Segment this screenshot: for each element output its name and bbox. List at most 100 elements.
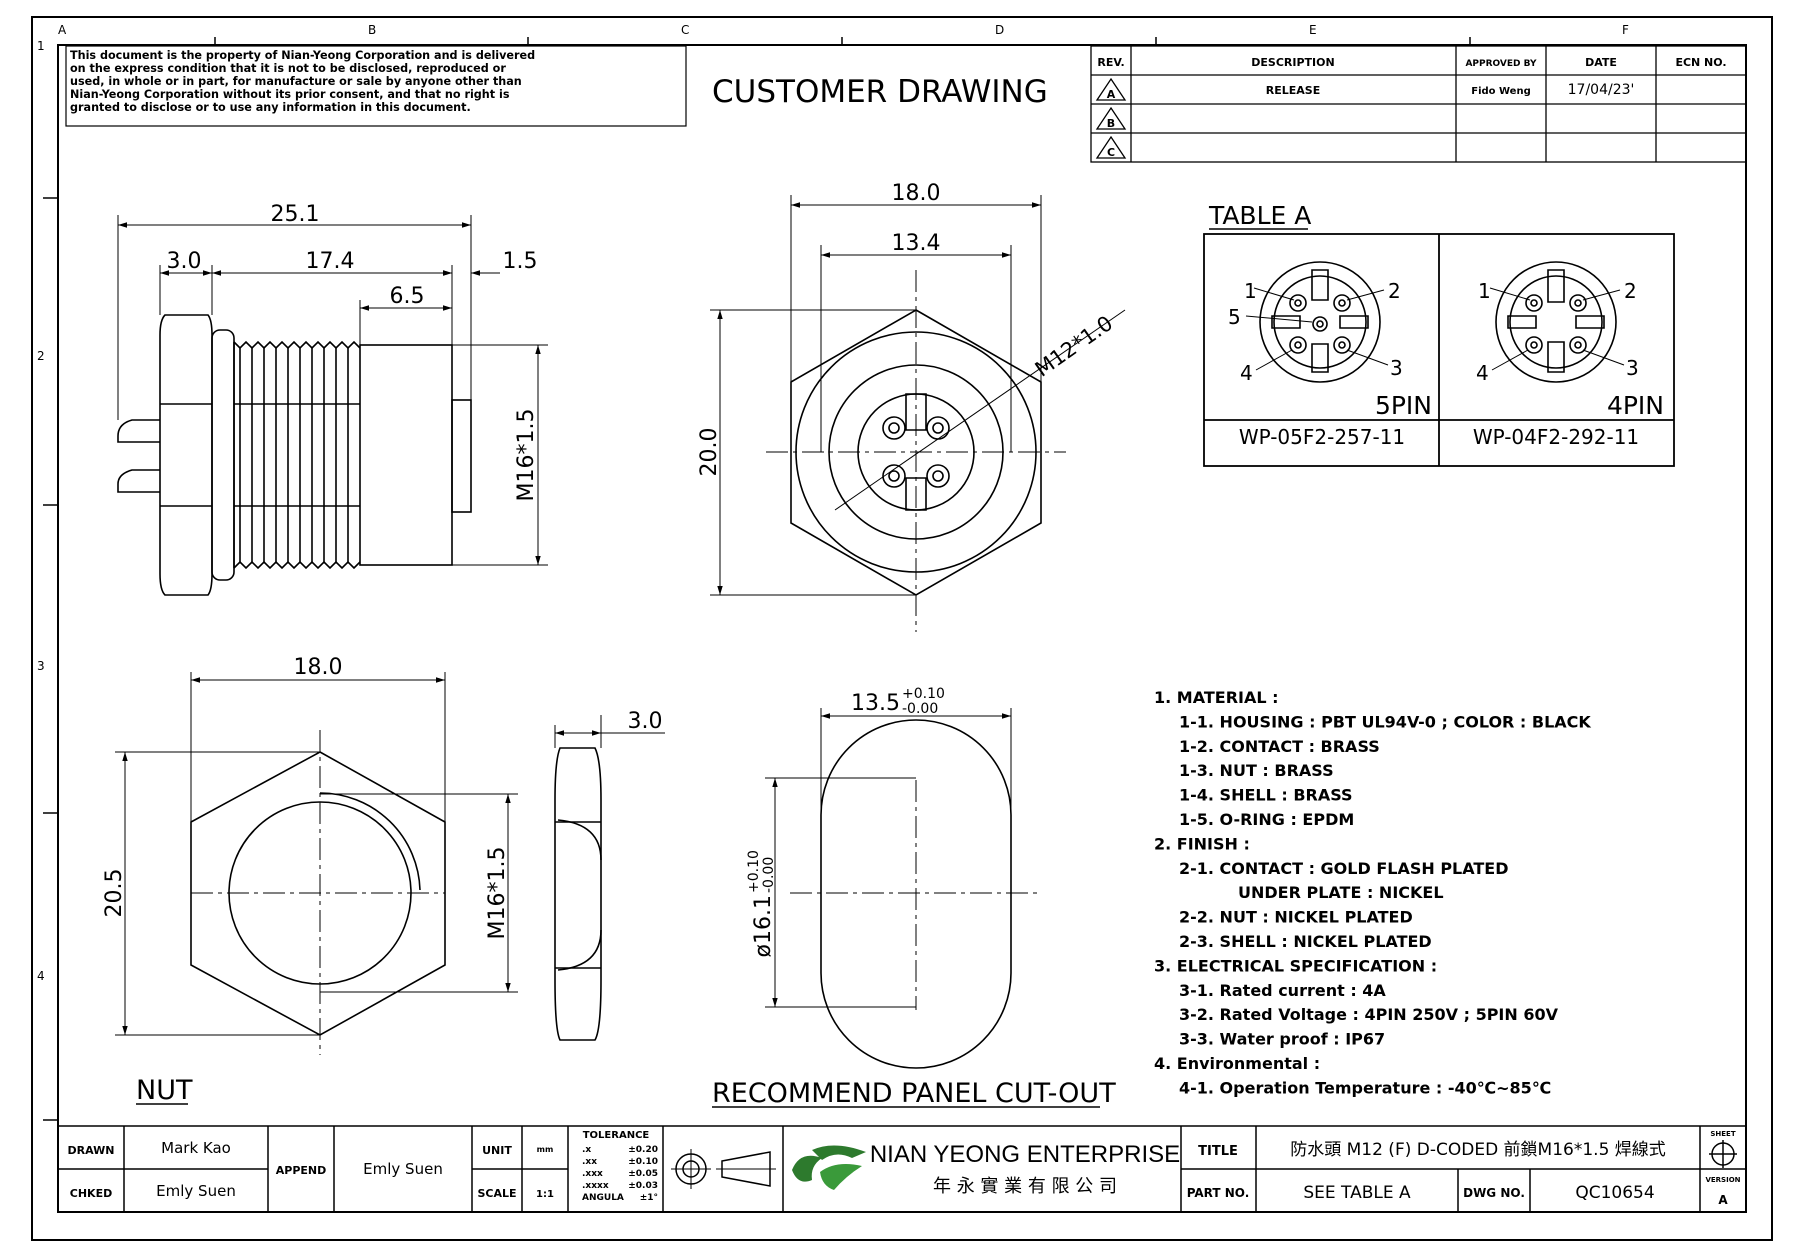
dim-front-inner: 13.4 bbox=[892, 231, 941, 256]
ecn-header: ECN NO. bbox=[1675, 56, 1726, 69]
checked-label: CHKED bbox=[70, 1187, 112, 1200]
tolerance-key: .xx bbox=[582, 1157, 597, 1167]
front-view-dimensions bbox=[717, 202, 1041, 595]
dim-cutout-diameter: ø16.1 bbox=[751, 895, 776, 957]
drawing-heading: CUSTOMER DRAWING bbox=[712, 74, 1048, 110]
column-ticks bbox=[43, 37, 1471, 1121]
rev-a-approver: Fido Weng bbox=[1471, 86, 1531, 97]
dim-tip: 1.5 bbox=[503, 249, 538, 274]
spec-section-heading: 4. Environmental : bbox=[1154, 1054, 1320, 1073]
col-mark-d: D bbox=[995, 23, 1004, 37]
row-mark-1: 1 bbox=[37, 39, 45, 53]
revision-table: REV. DESCRIPTION APPROVED BY DATE ECN NO… bbox=[1090, 45, 1747, 163]
spec-section-heading: 3. ELECTRICAL SPECIFICATION : bbox=[1154, 956, 1437, 975]
notice-line: This document is the property of Nian-Ye… bbox=[70, 49, 535, 62]
pin-label: 3 bbox=[1390, 356, 1403, 380]
nut-dimensions bbox=[122, 677, 665, 1035]
part-number-4pin: WP-04F2-292-11 bbox=[1473, 425, 1639, 449]
spec-line: 3-2. Rated Voltage : 4PIN 250V ; 5PIN 60… bbox=[1179, 1005, 1559, 1024]
spec-section-heading: 2. FINISH : bbox=[1154, 834, 1250, 853]
title-block: DRAWN Mark Kao CHKED Emly Suen APPEND Em… bbox=[57, 1125, 1747, 1213]
panel-cutout-dimensions bbox=[772, 713, 1011, 1007]
dim-cutout-diameter-tol-down: -0.00 bbox=[761, 857, 777, 893]
scale-value: 1:1 bbox=[536, 1189, 554, 1200]
part-number-5pin: WP-05F2-257-11 bbox=[1239, 425, 1405, 449]
tolerance-list: .x ±0.20 .xx ±0.10 .xxx ±0.05 .xxxx ±0.0… bbox=[582, 1145, 658, 1203]
company-logo-icon bbox=[792, 1145, 866, 1190]
dim-nut-height: 20.5 bbox=[102, 869, 127, 918]
pin-count-5pin: 5PIN bbox=[1375, 391, 1432, 420]
spec-section-heading: 1. MATERIAL : bbox=[1154, 688, 1279, 707]
title-value: 防水頭 M12 (F) D-CODED 前鎖M16*1.5 焊線式 bbox=[1290, 1140, 1666, 1160]
pin-label: 2 bbox=[1388, 279, 1401, 303]
confidentiality-notice: This document is the property of Nian-Ye… bbox=[65, 45, 687, 127]
table-a-title: TABLE A bbox=[1208, 201, 1311, 230]
front-view bbox=[710, 195, 1126, 632]
dim-cutout-width: 13.5 bbox=[851, 691, 900, 716]
notice-line: Nian-Yeong Corporation without its prior… bbox=[70, 88, 510, 101]
pin-label: 2 bbox=[1624, 279, 1637, 303]
notice-line: on the express condition that it is not … bbox=[70, 62, 506, 75]
spec-line: 1-2. CONTACT : BRASS bbox=[1179, 737, 1380, 756]
rev-b-triangle: B bbox=[1095, 106, 1127, 130]
tolerance-value: ±0.05 bbox=[628, 1169, 658, 1179]
panel-cutout-label: RECOMMEND PANEL CUT-OUT bbox=[712, 1078, 1116, 1109]
pin-layout-5pin bbox=[1245, 261, 1389, 383]
table-a: TABLE A 1 2 5 4 3 bbox=[1203, 201, 1675, 467]
version-label: VERSION bbox=[1705, 1176, 1740, 1184]
drawn-value: Mark Kao bbox=[161, 1139, 231, 1157]
spec-line: 4-1. Operation Temperature : -40℃~85℃ bbox=[1179, 1078, 1551, 1097]
company-name-english: NIAN YEONG ENTERPRISE bbox=[870, 1141, 1180, 1168]
tolerance-value: ±1° bbox=[640, 1193, 658, 1203]
projection-symbol-icon bbox=[671, 1149, 776, 1189]
unit-label: UNIT bbox=[482, 1144, 512, 1157]
dim-cutout-diameter-tol-up: +0.10 bbox=[746, 850, 762, 893]
dim-nut-thread: M16*1.5 bbox=[485, 847, 510, 940]
title-label: TITLE bbox=[1198, 1144, 1238, 1159]
sheet-symbol-icon bbox=[1709, 1140, 1737, 1168]
col-mark-a: A bbox=[58, 23, 67, 37]
spec-line: 3-1. Rated current : 4A bbox=[1179, 981, 1386, 1000]
drawing-number-label: DWG NO. bbox=[1463, 1186, 1525, 1200]
dim-body: 17.4 bbox=[306, 249, 355, 274]
row-mark-3: 3 bbox=[37, 659, 45, 673]
spec-line: 2-1. CONTACT : GOLD FLASH PLATED bbox=[1179, 859, 1509, 878]
append-value: Emly Suen bbox=[363, 1160, 443, 1178]
pin-label: 3 bbox=[1626, 356, 1639, 380]
dim-boss: 6.5 bbox=[390, 284, 425, 309]
date-header: DATE bbox=[1585, 56, 1617, 69]
cutout-width-dimension: 13.5 +0.10 -0.00 bbox=[851, 686, 945, 717]
pin-label: 1 bbox=[1478, 279, 1491, 303]
svg-text:A: A bbox=[1107, 88, 1116, 101]
side-view bbox=[117, 215, 548, 596]
drawn-label: DRAWN bbox=[68, 1144, 115, 1157]
rev-a-triangle: A bbox=[1095, 77, 1127, 101]
nut-front-view bbox=[115, 672, 518, 1055]
dim-overall-length: 25.1 bbox=[271, 202, 320, 227]
spec-line: 1-5. O-RING : EPDM bbox=[1179, 810, 1354, 829]
rev-a-description: RELEASE bbox=[1266, 84, 1320, 97]
dim-nut-width: 18.0 bbox=[294, 655, 343, 680]
dim-front-thread: M12*1.0 bbox=[1031, 311, 1117, 382]
sheet-label: SHEET bbox=[1710, 1130, 1735, 1138]
company-name-chinese: 年 永 實 業 有 限 公 司 bbox=[933, 1176, 1117, 1197]
description-header: DESCRIPTION bbox=[1251, 56, 1334, 69]
specifications-list: 1. MATERIAL :1-1. HOUSING : PBT UL94V-0 … bbox=[1154, 688, 1591, 1097]
row-mark-4: 4 bbox=[37, 969, 45, 983]
tolerance-value: ±0.10 bbox=[628, 1157, 658, 1167]
tolerance-value: ±0.03 bbox=[628, 1181, 658, 1191]
tolerance-key: .x bbox=[582, 1145, 591, 1155]
side-view-dimensions bbox=[118, 222, 541, 565]
col-mark-e: E bbox=[1309, 23, 1317, 37]
dim-nut-thickness: 3.0 bbox=[628, 709, 663, 734]
tolerance-key: ANGULA bbox=[582, 1193, 624, 1203]
dim-front-height: 20.0 bbox=[697, 428, 722, 477]
pin-label: 4 bbox=[1240, 361, 1253, 385]
version-value: A bbox=[1718, 1193, 1728, 1207]
tolerance-key: .xxx bbox=[582, 1169, 603, 1179]
approved-header: APPROVED BY bbox=[1465, 59, 1537, 69]
rev-a-date: 17/04/23' bbox=[1568, 82, 1635, 98]
unit-value: mm bbox=[537, 1145, 554, 1154]
col-mark-f: F bbox=[1622, 23, 1629, 37]
pin-label: 1 bbox=[1244, 279, 1257, 303]
